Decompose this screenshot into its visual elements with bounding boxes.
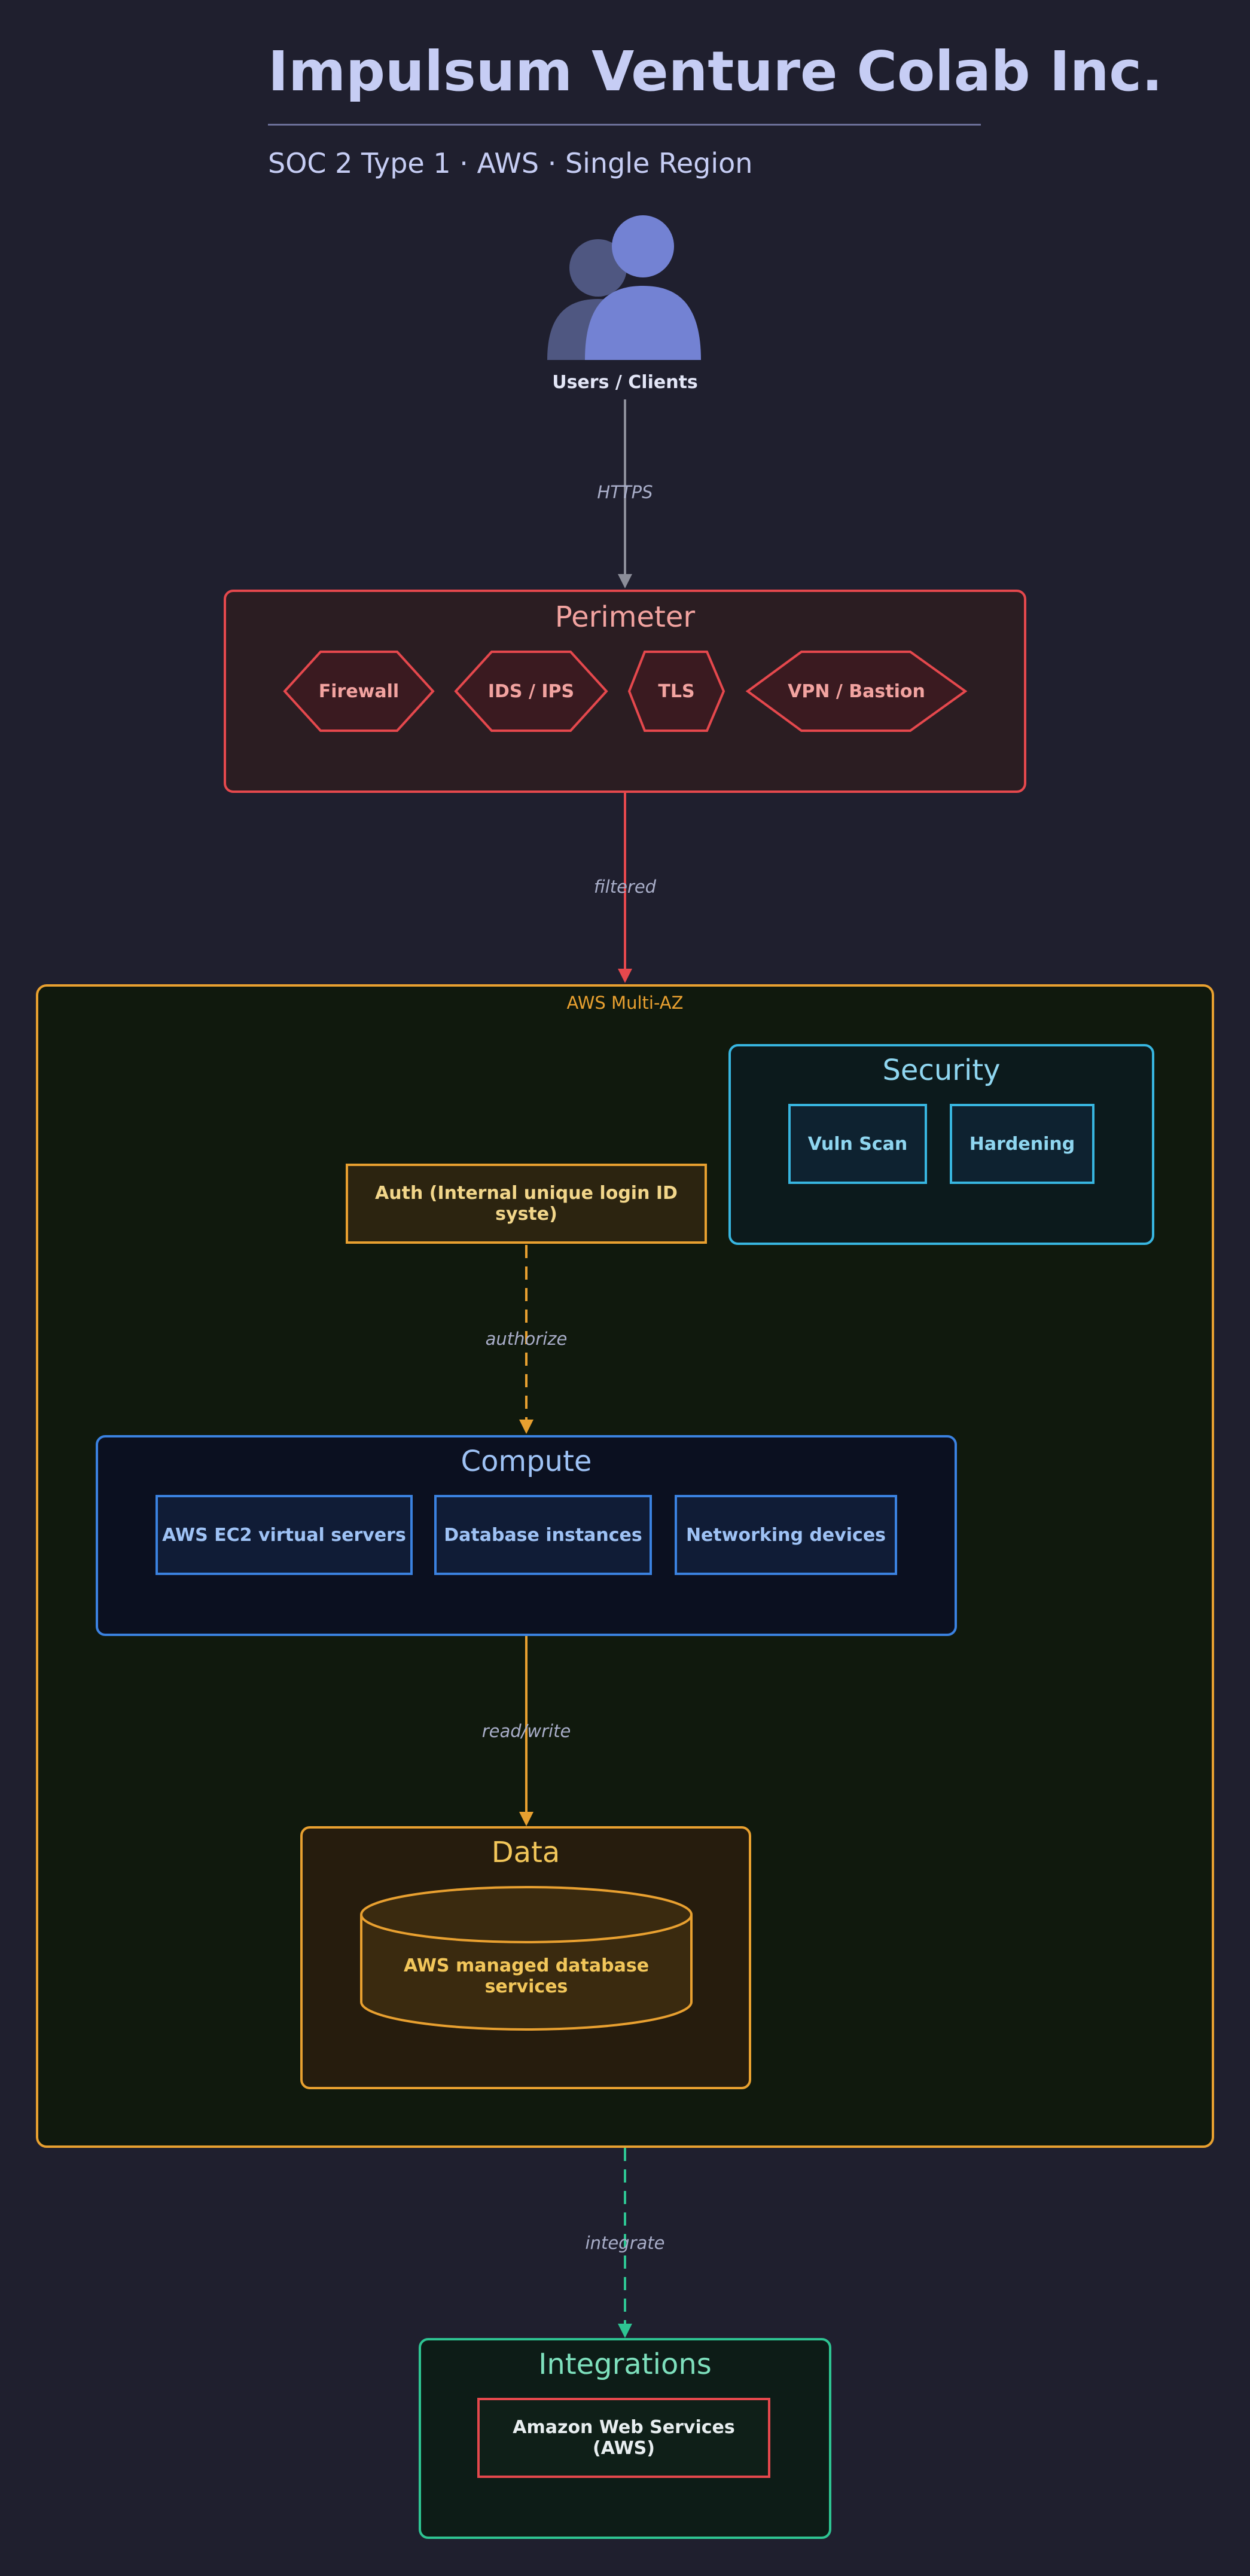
integrations-title: Integrations <box>538 2348 712 2381</box>
integrations-aws[interactable]: Amazon Web Services (AWS) <box>477 2398 770 2478</box>
edge-label-read-write: read/write <box>481 1721 571 1741</box>
security-group <box>728 1044 1154 1245</box>
perimeter-tls-hex[interactable] <box>627 651 725 732</box>
security-vuln-scan[interactable]: Vuln Scan <box>788 1104 927 1184</box>
perimeter-vpn-bastion-label: VPN / Bastion <box>788 680 925 702</box>
edge-label-authorize: authorize <box>485 1329 568 1349</box>
security-title: Security <box>882 1054 1001 1087</box>
security-hardening[interactable]: Hardening <box>950 1104 1094 1184</box>
perimeter-vpn-bastion-hex[interactable] <box>745 651 968 732</box>
edge-label-https: HTTPS <box>597 482 653 502</box>
title-divider <box>268 124 981 126</box>
database-cylinder-icon[interactable] <box>360 1886 693 2031</box>
auth-node[interactable]: Auth (Internal unique login ID syste) <box>346 1164 707 1244</box>
edge-label-integrate: integrate <box>585 2233 665 2253</box>
perimeter-group <box>224 590 1026 793</box>
compute-ec2-servers[interactable]: AWS EC2 virtual servers <box>156 1495 413 1575</box>
data-db-label: AWS managed database services <box>403 1955 650 1997</box>
edge-label-filtered: filtered <box>593 877 657 897</box>
page-title: Impulsum Venture Colab Inc. <box>268 39 1163 103</box>
compute-networking-devices[interactable]: Networking devices <box>675 1495 897 1575</box>
aws-multi-az-label: AWS Multi-AZ <box>566 993 684 1013</box>
perimeter-firewall-label: Firewall <box>318 680 400 702</box>
page-subtitle: SOC 2 Type 1 · AWS · Single Region <box>268 147 753 179</box>
perimeter-tls-label: TLS <box>658 680 695 702</box>
compute-title: Compute <box>461 1445 592 1478</box>
edge-https-arrowhead <box>618 574 632 588</box>
perimeter-ids-ips-hex[interactable] <box>454 651 608 732</box>
edge-integrate-arrowhead <box>618 2324 632 2338</box>
users-icon <box>547 215 701 360</box>
perimeter-firewall-hex[interactable] <box>283 651 435 732</box>
users-label: Users / Clients <box>552 372 698 393</box>
perimeter-title: Perimeter <box>554 600 696 634</box>
compute-database-instances[interactable]: Database instances <box>434 1495 652 1575</box>
data-title: Data <box>491 1836 560 1869</box>
perimeter-ids-ips-label: IDS / IPS <box>487 680 575 702</box>
edge-read-write-arrowhead <box>519 1812 533 1826</box>
edge-authorize-arrowhead <box>519 1420 533 1434</box>
edge-filtered-arrowhead <box>618 969 632 983</box>
